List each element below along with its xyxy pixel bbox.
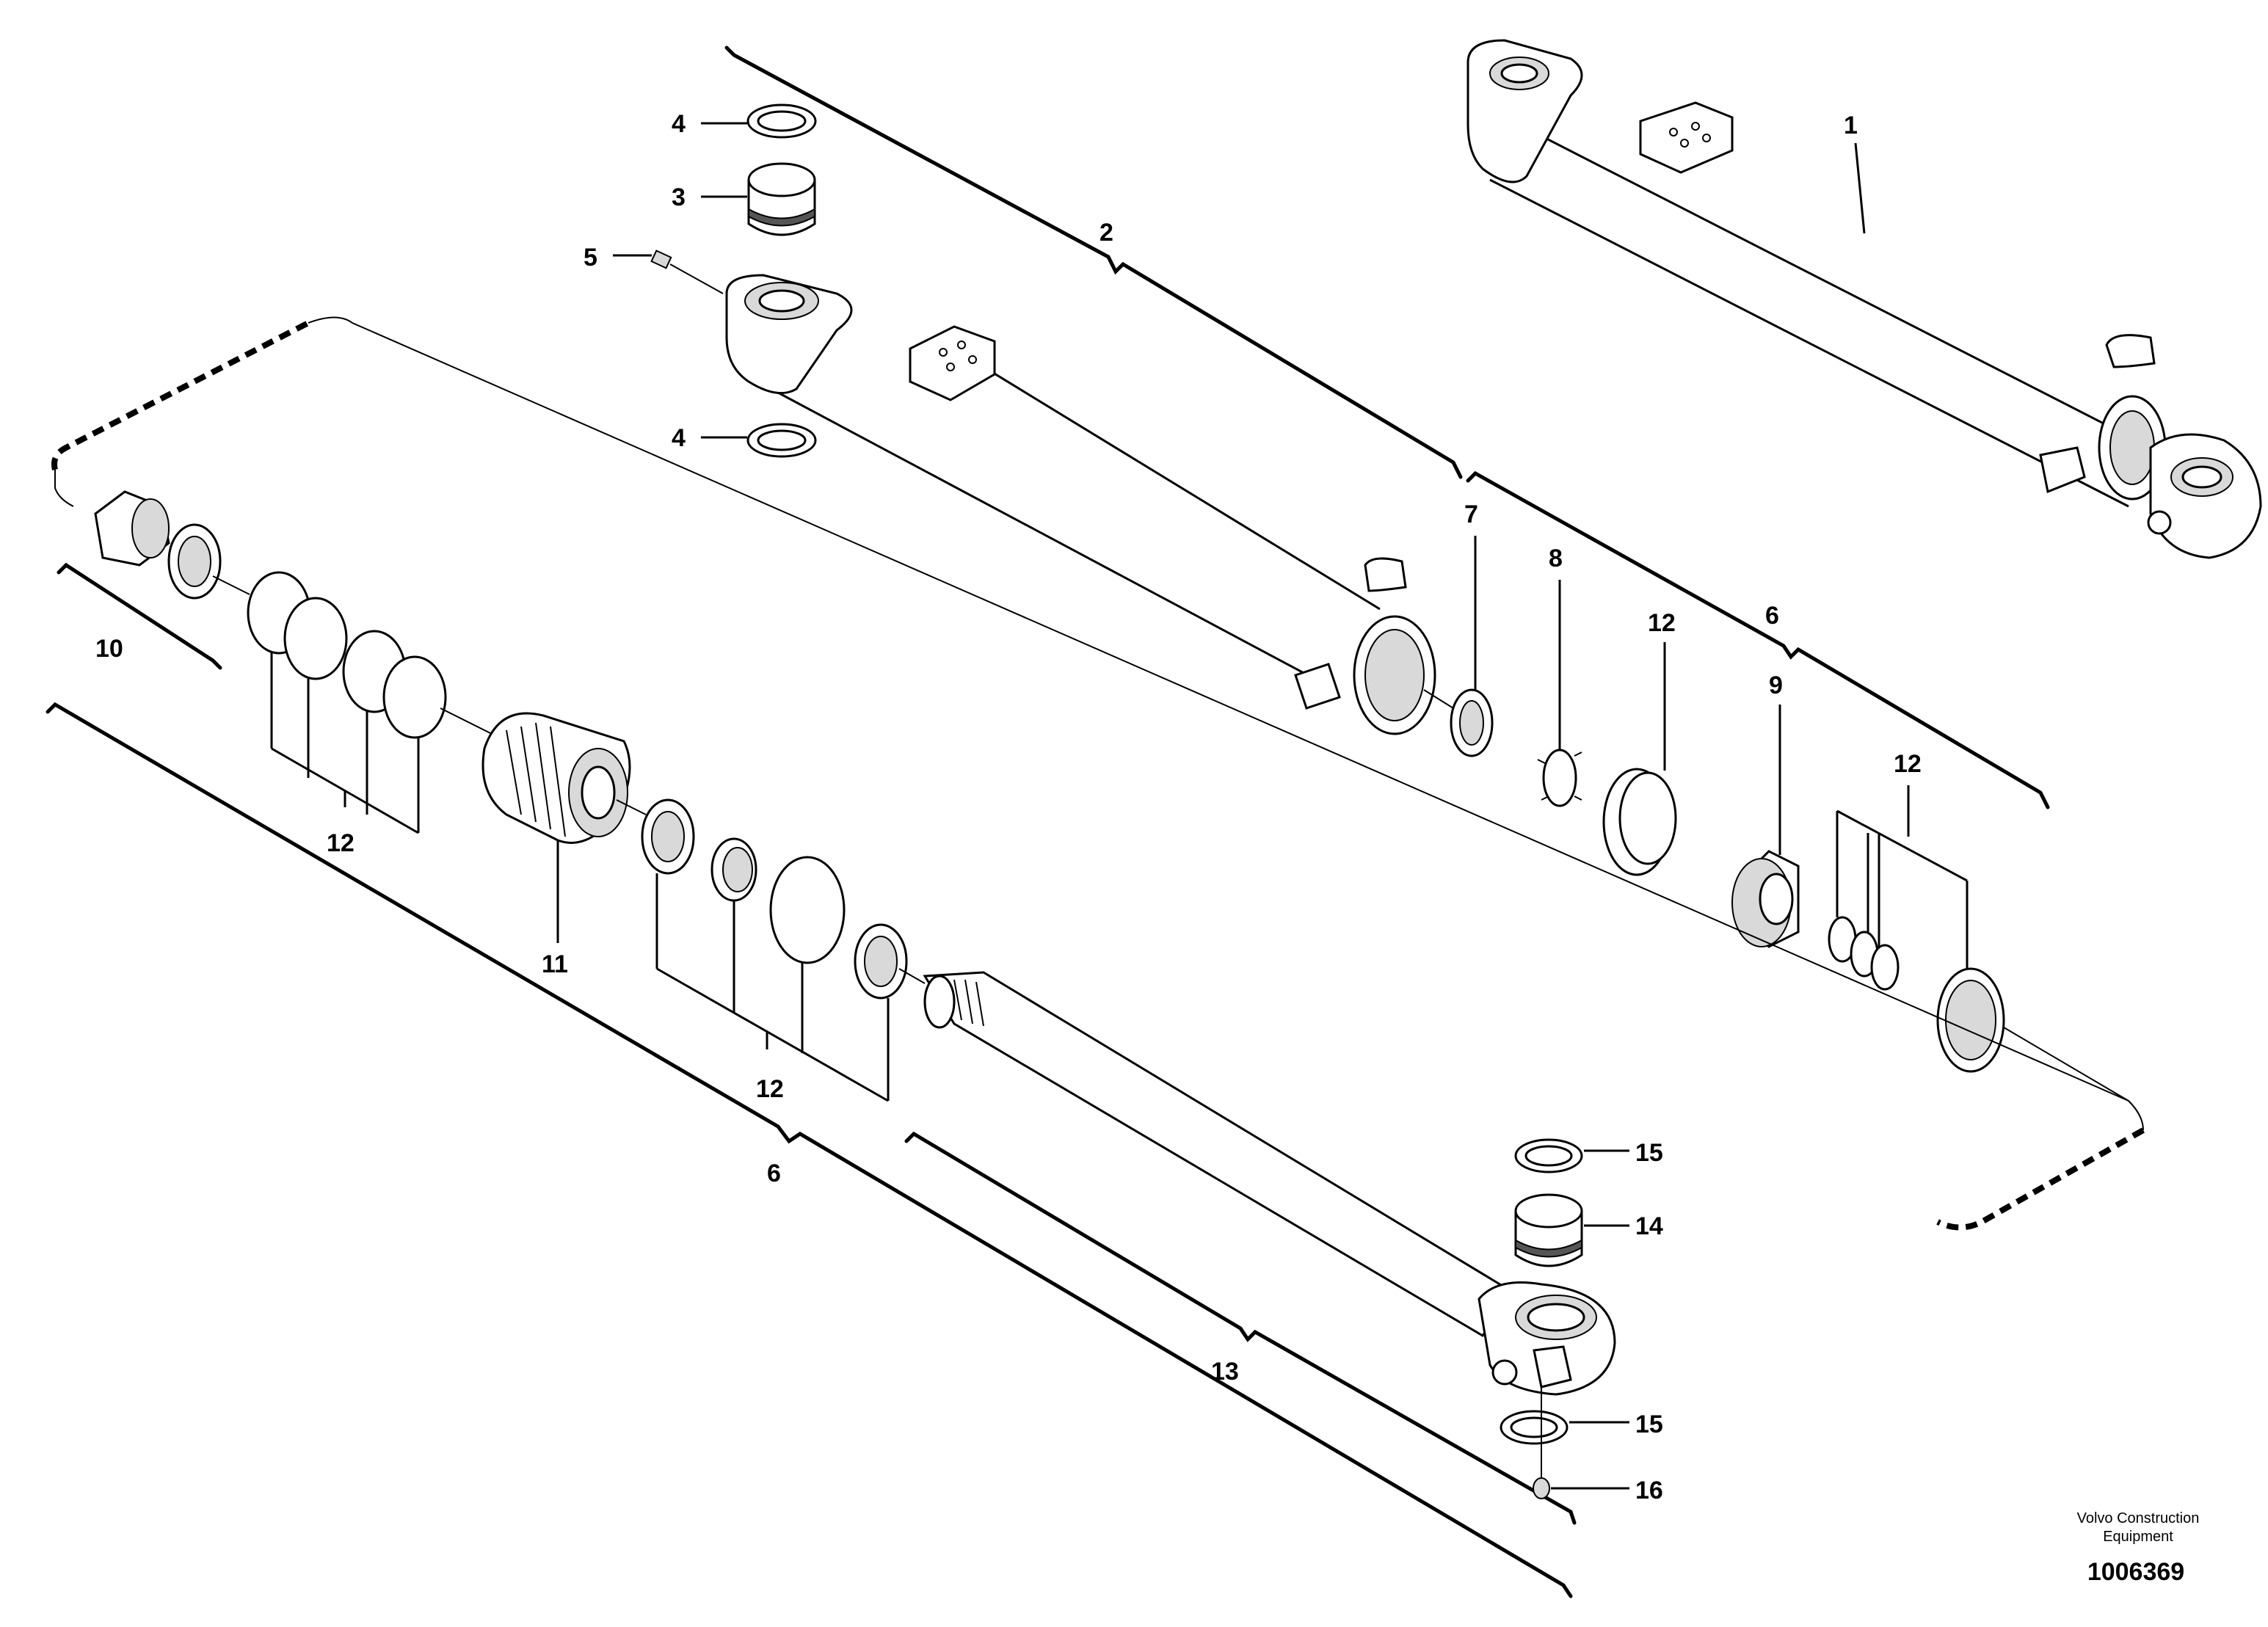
label-11: 11 xyxy=(542,950,568,978)
label-15-upper: 15 xyxy=(1635,1139,1663,1167)
label-6-lower: 6 xyxy=(767,1160,781,1187)
label-5: 5 xyxy=(584,244,597,272)
subgroup-outline-left xyxy=(54,470,74,507)
label-10: 10 xyxy=(95,635,123,663)
bracket-6-lower xyxy=(46,702,1573,1598)
subgroup-outline-diagonal xyxy=(308,316,2144,1131)
label-15-lower: 15 xyxy=(1635,1411,1663,1438)
credit-line-2: Equipment xyxy=(2103,1529,2173,1545)
part-15-upper-ring xyxy=(1514,1138,1583,1173)
label-8: 8 xyxy=(1549,545,1563,572)
label-6-upper: 6 xyxy=(1765,602,1779,630)
part-12-wear-ring-right xyxy=(1602,768,1677,876)
label-9: 9 xyxy=(1769,671,1783,699)
label-12-d: 12 xyxy=(756,1075,784,1103)
label-4-lower: 4 xyxy=(672,424,686,452)
label-3: 3 xyxy=(672,183,686,211)
subgroup-outline-top xyxy=(51,320,310,470)
part-15-lower-ring xyxy=(1500,1410,1569,1445)
cylinder-assembly-1 xyxy=(1466,39,2262,559)
cylinder-tube-2 xyxy=(725,274,1436,735)
bracket-10 xyxy=(57,562,222,670)
credit-line-1: Volvo Construction xyxy=(2077,1510,2200,1526)
label-16: 16 xyxy=(1635,1477,1663,1504)
part-12-seal-set-left xyxy=(247,571,447,739)
label-12-a: 12 xyxy=(1648,609,1676,637)
bracket-2 xyxy=(724,46,1463,479)
part-4-upper-ring xyxy=(746,103,817,139)
subgroup-outline-bottom xyxy=(1936,1127,2145,1231)
part-7-seal xyxy=(1450,688,1494,757)
part-14-bushing xyxy=(1514,1193,1583,1267)
label-4-upper: 4 xyxy=(672,110,686,138)
document-number: 1006369 xyxy=(2087,1558,2184,1586)
part-12-seal-set-rod xyxy=(641,798,908,1000)
part-10-seal xyxy=(167,523,222,600)
part-12-seal-set-right xyxy=(1828,916,2005,1073)
bracket-13 xyxy=(904,1131,1577,1525)
part-3-bushing xyxy=(747,162,816,236)
leader-lines xyxy=(270,122,1969,1490)
part-9-piston-nut xyxy=(1731,850,1800,948)
part-11-piston xyxy=(481,712,631,844)
part-8-lock-washer xyxy=(1537,749,1582,807)
label-1: 1 xyxy=(1844,112,1858,139)
label-12-c: 12 xyxy=(327,829,355,857)
label-12-b: 12 xyxy=(1894,750,1922,778)
part-5-grease-nipple xyxy=(650,250,672,269)
part-4-lower-ring xyxy=(746,423,817,458)
part-13-piston-rod xyxy=(923,971,1616,1396)
label-2: 2 xyxy=(1100,219,1113,247)
bracket-6-upper xyxy=(1466,470,2050,809)
label-14: 14 xyxy=(1635,1212,1663,1240)
part-10-bushing xyxy=(94,490,170,567)
label-13: 13 xyxy=(1211,1358,1239,1386)
label-7: 7 xyxy=(1464,501,1478,528)
part-16-grease-nipple xyxy=(1533,1477,1550,1499)
